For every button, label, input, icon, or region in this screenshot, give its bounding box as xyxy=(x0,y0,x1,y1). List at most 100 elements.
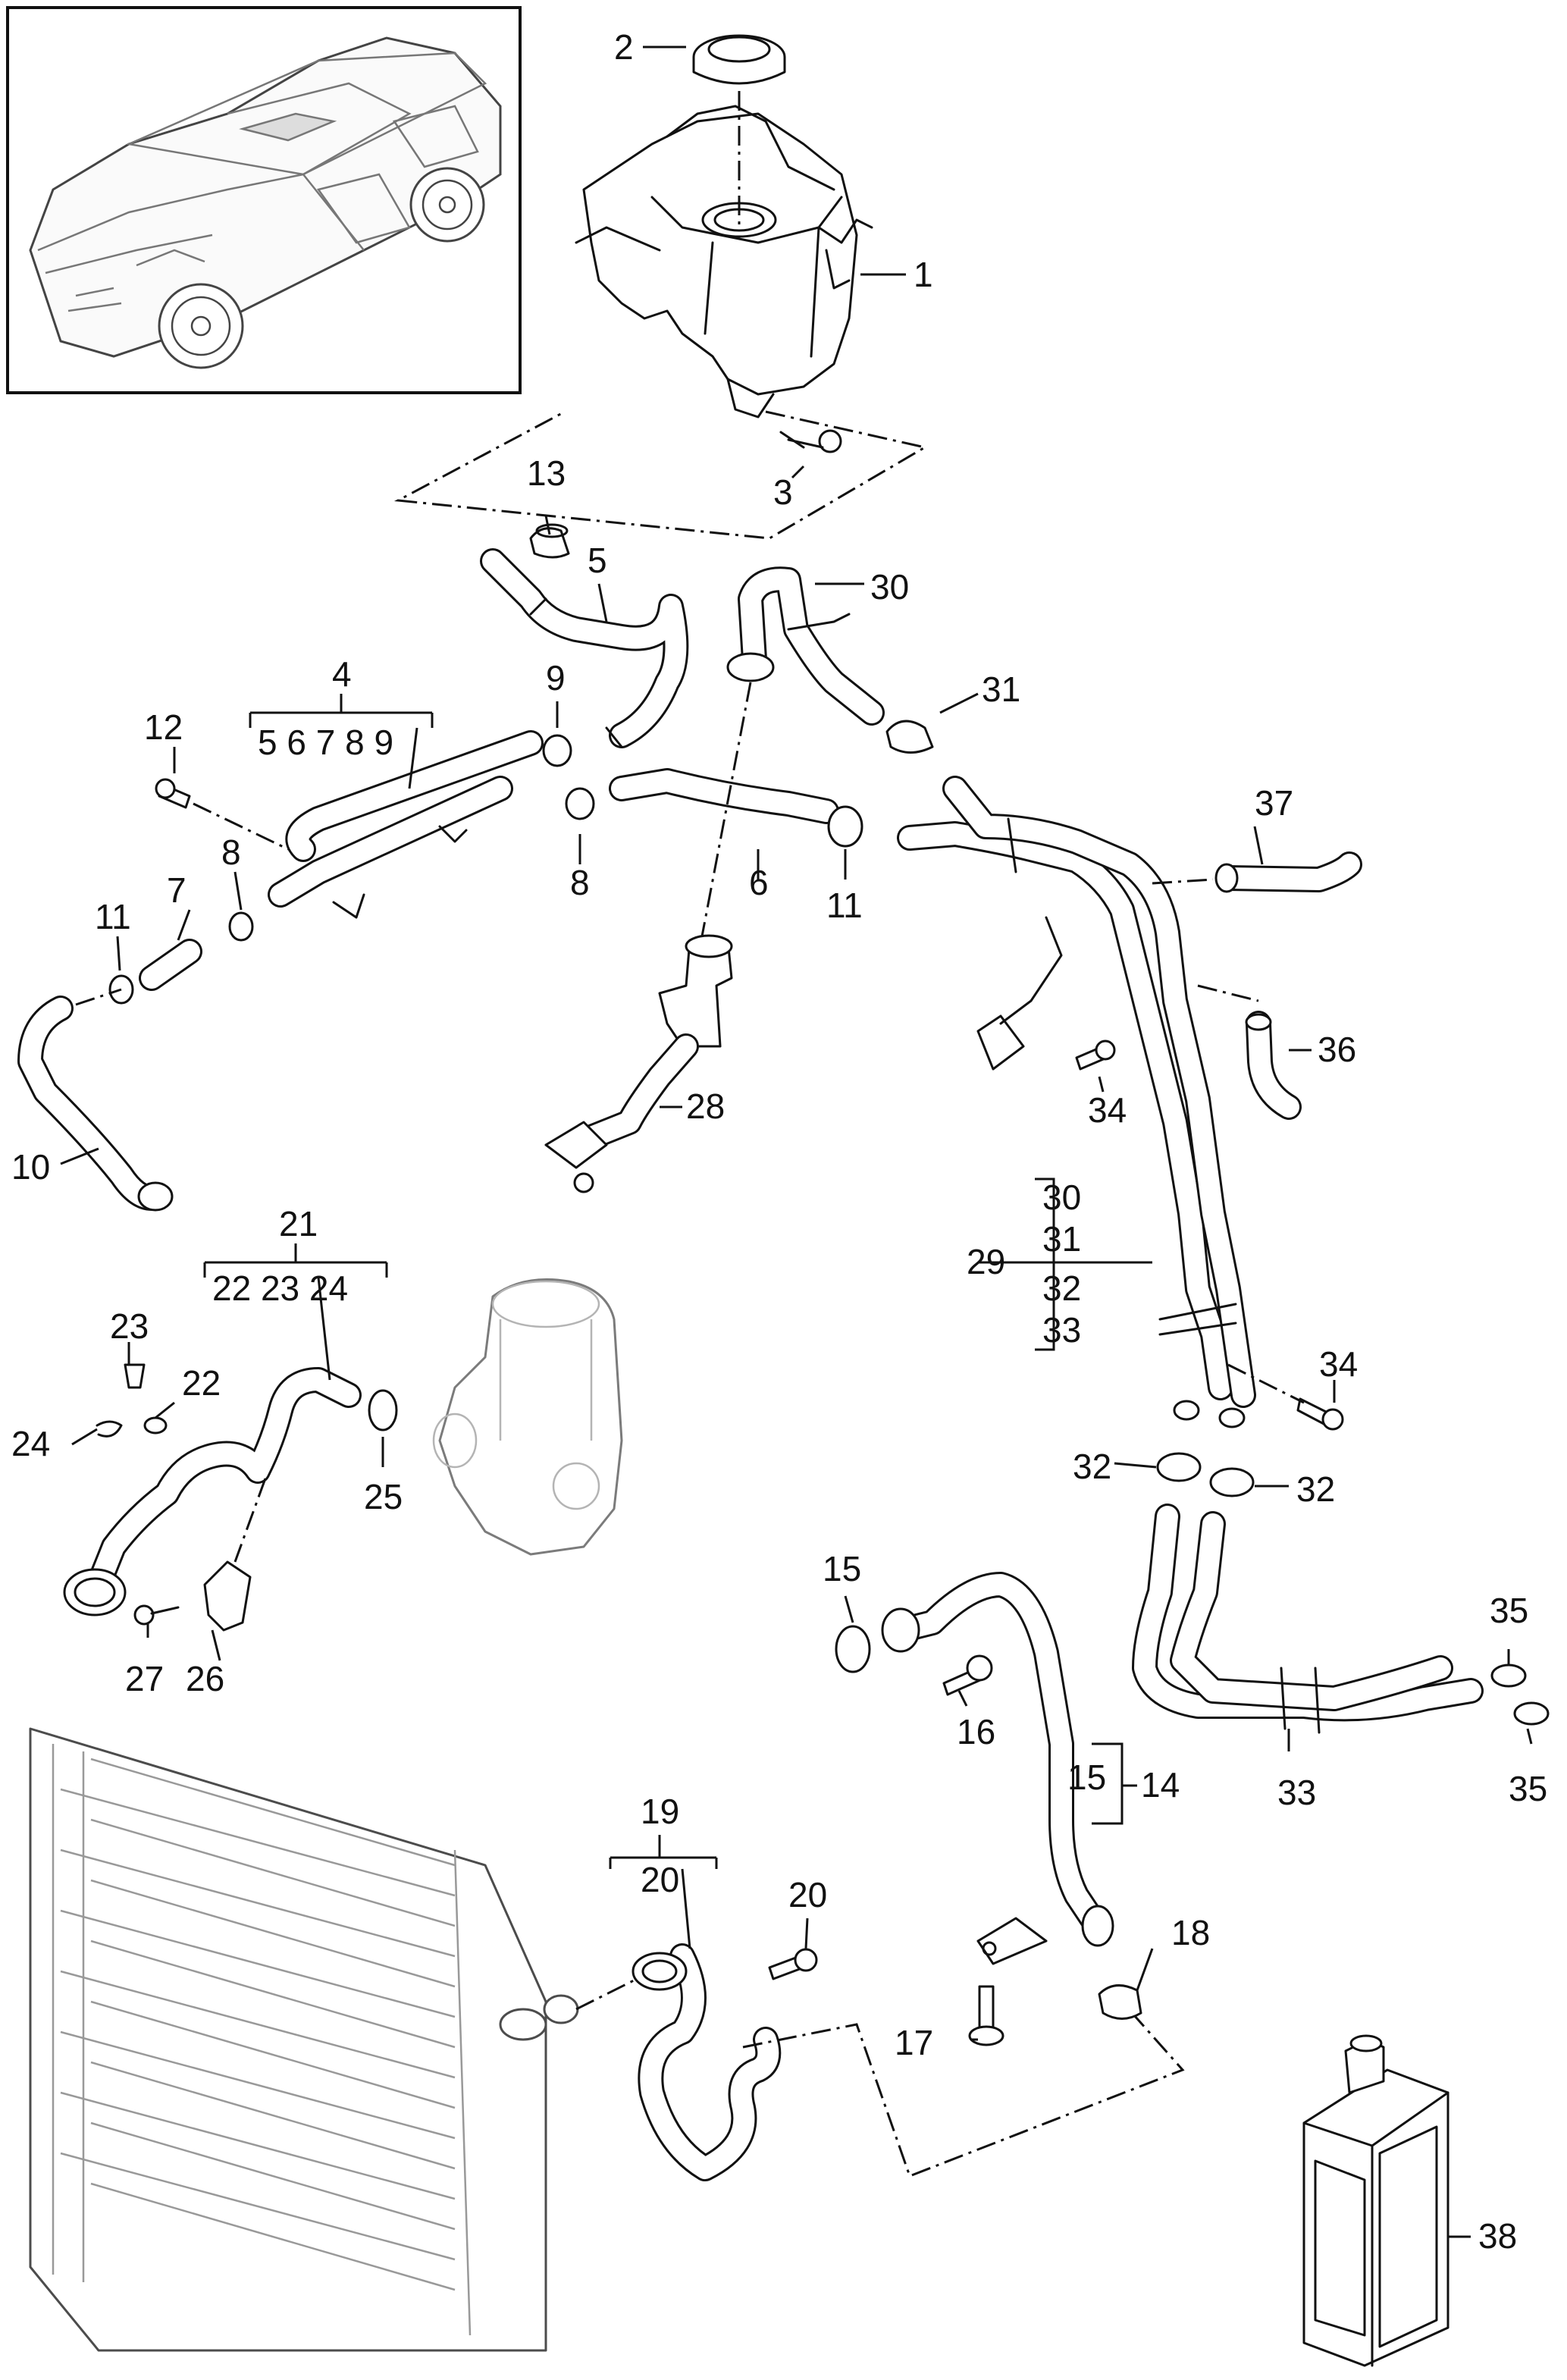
callout-2[interactable]: 2 xyxy=(614,27,634,67)
clamp-8-mid[interactable] xyxy=(565,787,595,820)
callout-14[interactable]: 14 xyxy=(1141,1765,1180,1805)
bolt-12[interactable] xyxy=(155,778,191,809)
callouts: 2 1 3 13 5 4 5 6 7 8 9 9 12 8 7 11 10 8 … xyxy=(11,27,1547,2256)
hose-6[interactable] xyxy=(609,768,839,824)
callout-11-left[interactable]: 11 xyxy=(95,897,131,936)
callout-30-top[interactable]: 30 xyxy=(870,567,909,607)
hose-33[interactable] xyxy=(1132,1504,1484,1734)
clip-24[interactable] xyxy=(96,1420,123,1438)
hose-5[interactable] xyxy=(480,548,689,748)
leader-lines xyxy=(60,45,1533,2238)
oil-filter-housing xyxy=(432,1278,623,1556)
callout-31-group[interactable]: 31 xyxy=(1042,1219,1081,1259)
callout-5[interactable]: 5 xyxy=(588,541,607,580)
callout-26[interactable]: 26 xyxy=(186,1659,224,1698)
hose-14[interactable] xyxy=(881,1572,1114,1965)
callout-3[interactable]: 3 xyxy=(773,472,793,512)
callout-15-top[interactable]: 15 xyxy=(823,1549,861,1588)
callout-25[interactable]: 25 xyxy=(364,1477,403,1516)
filler-cap[interactable] xyxy=(692,34,786,85)
clamp-9[interactable] xyxy=(542,734,572,767)
callout-12[interactable]: 12 xyxy=(144,707,183,747)
callout-36[interactable]: 36 xyxy=(1318,1030,1356,1069)
callout-6[interactable]: 6 xyxy=(749,863,769,902)
callout-19[interactable]: 19 xyxy=(641,1792,679,1831)
callout-18[interactable]: 18 xyxy=(1171,1913,1210,1952)
hose-assembly-29[interactable] xyxy=(897,776,1256,1408)
callout-35-top[interactable]: 35 xyxy=(1490,1591,1528,1630)
hose-36[interactable] xyxy=(1245,1011,1302,1120)
hose-30[interactable] xyxy=(726,566,885,726)
callout-10[interactable]: 10 xyxy=(11,1147,50,1187)
callout-27[interactable]: 27 xyxy=(125,1659,164,1698)
clamp-35-bottom[interactable] xyxy=(1513,1701,1550,1726)
clamp-8-left[interactable] xyxy=(228,911,254,942)
callout-28[interactable]: 28 xyxy=(686,1087,725,1126)
callout-13[interactable]: 13 xyxy=(527,453,566,493)
bolt-3[interactable] xyxy=(779,429,842,453)
axis-line-12 xyxy=(193,802,289,851)
bolt-17[interactable] xyxy=(968,1985,1004,2046)
clamp-18[interactable] xyxy=(1098,1984,1142,2020)
clamp-32-right[interactable] xyxy=(1209,1467,1255,1497)
expansion-tank[interactable] xyxy=(575,105,873,419)
callout-24[interactable]: 24 xyxy=(11,1424,50,1463)
callout-34-bottom[interactable]: 34 xyxy=(1319,1344,1358,1384)
pipe-assembly-4[interactable] xyxy=(268,730,544,919)
clamp-32-left[interactable] xyxy=(1156,1452,1202,1482)
bolt-16[interactable] xyxy=(942,1654,993,1696)
clamp-13[interactable] xyxy=(529,523,570,559)
hose-21[interactable] xyxy=(63,1367,362,1616)
callout-38[interactable]: 38 xyxy=(1478,2216,1517,2256)
bolt-34-top[interactable] xyxy=(1075,1039,1116,1071)
bolt-34-bottom[interactable] xyxy=(1296,1397,1344,1431)
callout-20[interactable]: 20 xyxy=(788,1875,827,1914)
callout-33-group[interactable]: 33 xyxy=(1042,1310,1081,1350)
assembly-boundary-tank xyxy=(393,410,929,540)
callout-15-group[interactable]: 15 xyxy=(1067,1758,1106,1797)
radiator xyxy=(29,1727,579,2352)
callout-37[interactable]: 37 xyxy=(1255,783,1293,823)
callout-1[interactable]: 1 xyxy=(914,255,933,294)
o-ring-15[interactable] xyxy=(835,1625,871,1673)
callout-35-bottom[interactable]: 35 xyxy=(1509,1769,1547,1808)
callout-32-right[interactable]: 32 xyxy=(1296,1469,1335,1509)
clamp-35-top[interactable] xyxy=(1490,1663,1527,1688)
callout-33[interactable]: 33 xyxy=(1277,1773,1316,1812)
wheel-rear-icon xyxy=(409,167,485,243)
callout-22[interactable]: 22 xyxy=(182,1363,221,1403)
callout-32-left[interactable]: 32 xyxy=(1073,1447,1111,1486)
clamp-11-mid[interactable] xyxy=(827,805,863,848)
connector-pipe-7[interactable] xyxy=(139,939,202,991)
callout-30-group[interactable]: 30 xyxy=(1042,1177,1081,1217)
callout-8-left[interactable]: 8 xyxy=(221,833,241,872)
callout-34-top[interactable]: 34 xyxy=(1088,1090,1127,1130)
callout-16[interactable]: 16 xyxy=(957,1712,995,1751)
callout-20-group[interactable]: 20 xyxy=(641,1860,679,1899)
callout-31-top[interactable]: 31 xyxy=(982,669,1020,709)
hose-37[interactable] xyxy=(1214,851,1362,893)
callout-9[interactable]: 9 xyxy=(546,658,566,698)
callout-11-mid[interactable]: 11 xyxy=(826,886,863,925)
coolant-bottle-38[interactable] xyxy=(1302,2034,1449,2367)
hose-10[interactable] xyxy=(17,996,174,1212)
callout-8-mid[interactable]: 8 xyxy=(570,863,590,902)
callout-17[interactable]: 17 xyxy=(895,2023,933,2062)
clamp-31[interactable] xyxy=(885,720,934,754)
callout-29[interactable]: 29 xyxy=(967,1242,1005,1281)
callout-7[interactable]: 7 xyxy=(167,870,186,910)
bolt-27[interactable] xyxy=(133,1604,180,1626)
vehicle-thumbnail xyxy=(6,6,522,394)
hose-19[interactable] xyxy=(632,1943,782,2181)
seal-22[interactable] xyxy=(143,1416,168,1435)
bolt-20[interactable] xyxy=(768,1948,818,1980)
clamp-25[interactable] xyxy=(368,1389,398,1431)
callout-4[interactable]: 4 xyxy=(332,654,352,694)
callout-23[interactable]: 23 xyxy=(110,1306,149,1346)
hose-28[interactable] xyxy=(544,934,733,1193)
callout-21[interactable]: 21 xyxy=(279,1204,318,1243)
callout-32-group[interactable]: 32 xyxy=(1042,1268,1081,1308)
bracket-26[interactable] xyxy=(203,1560,252,1632)
sensor-23[interactable] xyxy=(124,1363,146,1389)
